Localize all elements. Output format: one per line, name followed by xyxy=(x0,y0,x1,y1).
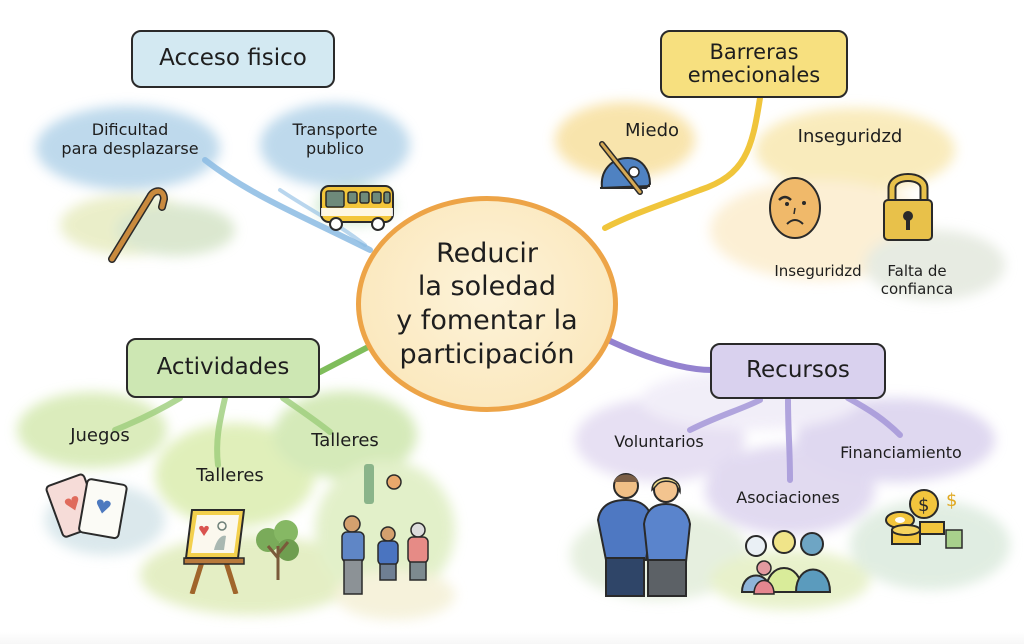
subtopic-label: Voluntarios xyxy=(614,432,704,451)
branch-label-line: emecionales xyxy=(687,63,821,87)
branch-label-line: Barreras xyxy=(709,39,799,64)
easel-painting-icon xyxy=(183,509,246,594)
central-topic-line: y fomentar la xyxy=(396,305,578,336)
bottom-edge xyxy=(0,632,1024,644)
subtopic-label-line: para desplazarse xyxy=(61,139,199,159)
community-group-icon xyxy=(740,530,832,595)
svg-text:$: $ xyxy=(918,495,929,516)
branch-label: Recursos xyxy=(746,357,850,384)
coins-money-icon: $ $ xyxy=(885,489,963,549)
subtopic-financiamiento: Financiamiento xyxy=(836,443,966,462)
branch-label: Actividades xyxy=(156,354,290,381)
central-topic: Reducir la soledad y fomentar la partici… xyxy=(356,196,618,412)
branch-actividades: Actividades xyxy=(126,338,320,398)
branch-recursos: Recursos xyxy=(710,343,886,399)
sub-item-falta-de-confianza: Falta de confianca xyxy=(872,262,962,298)
crossed-out-helmet-icon xyxy=(599,141,652,195)
subtopic-transporte: Transporte publico xyxy=(270,120,400,158)
sub-item-label-line: Falta de xyxy=(887,262,947,280)
subtopic-inseguridad: Inseguridzd xyxy=(785,126,915,148)
subtopic-dificultad: Dificultad para desplazarse xyxy=(50,120,210,158)
subtopic-asociaciones: Asociaciones xyxy=(728,488,848,507)
branch-label: Acceso fisico xyxy=(159,45,307,72)
branch-acceso-fisico: Acceso fisico xyxy=(131,30,335,88)
subtopic-label: Inseguridzd xyxy=(797,126,903,147)
sub-item-label-line: confianca xyxy=(880,280,954,298)
sub-item-inseguridad: Inseguridzd xyxy=(768,262,868,280)
cane-icon xyxy=(108,187,169,263)
subtopic-label: Juegos xyxy=(70,425,130,446)
subtopic-talleres-arte: Talleres xyxy=(185,465,275,487)
subtopic-voluntarios: Voluntarios xyxy=(604,432,714,451)
worried-face-icon xyxy=(769,177,821,239)
subtopic-label-line: Dificultad xyxy=(91,120,169,139)
svg-text:$: $ xyxy=(946,490,957,511)
subtopic-talleres-grupo: Talleres xyxy=(300,430,390,452)
subtopic-label: Talleres xyxy=(196,465,264,486)
subtopic-label-line: publico xyxy=(306,139,364,159)
subtopic-label: Miedo xyxy=(624,120,680,141)
subtopic-juegos: Juegos xyxy=(55,425,145,447)
subtopic-miedo: Miedo xyxy=(612,120,692,142)
padlock-icon xyxy=(883,173,933,241)
subtopic-label: Asociaciones xyxy=(736,488,840,507)
tree-icon xyxy=(256,520,299,580)
people-group-icon xyxy=(341,464,429,595)
volunteers-icon xyxy=(596,473,692,597)
playing-cards-icon xyxy=(45,473,128,540)
sub-item-label: Inseguridzd xyxy=(774,262,862,280)
central-topic-line: la soledad xyxy=(417,271,557,303)
branch-barreras-emocionales: Barreras emecionales xyxy=(660,30,848,98)
subtopic-label: Financiamiento xyxy=(840,443,962,462)
subtopic-label-line: Transporte xyxy=(292,120,378,139)
subtopic-label: Talleres xyxy=(311,430,379,451)
central-topic-line: participación xyxy=(399,338,575,370)
bus-icon xyxy=(320,185,394,231)
central-topic-line: Reducir xyxy=(436,237,538,269)
